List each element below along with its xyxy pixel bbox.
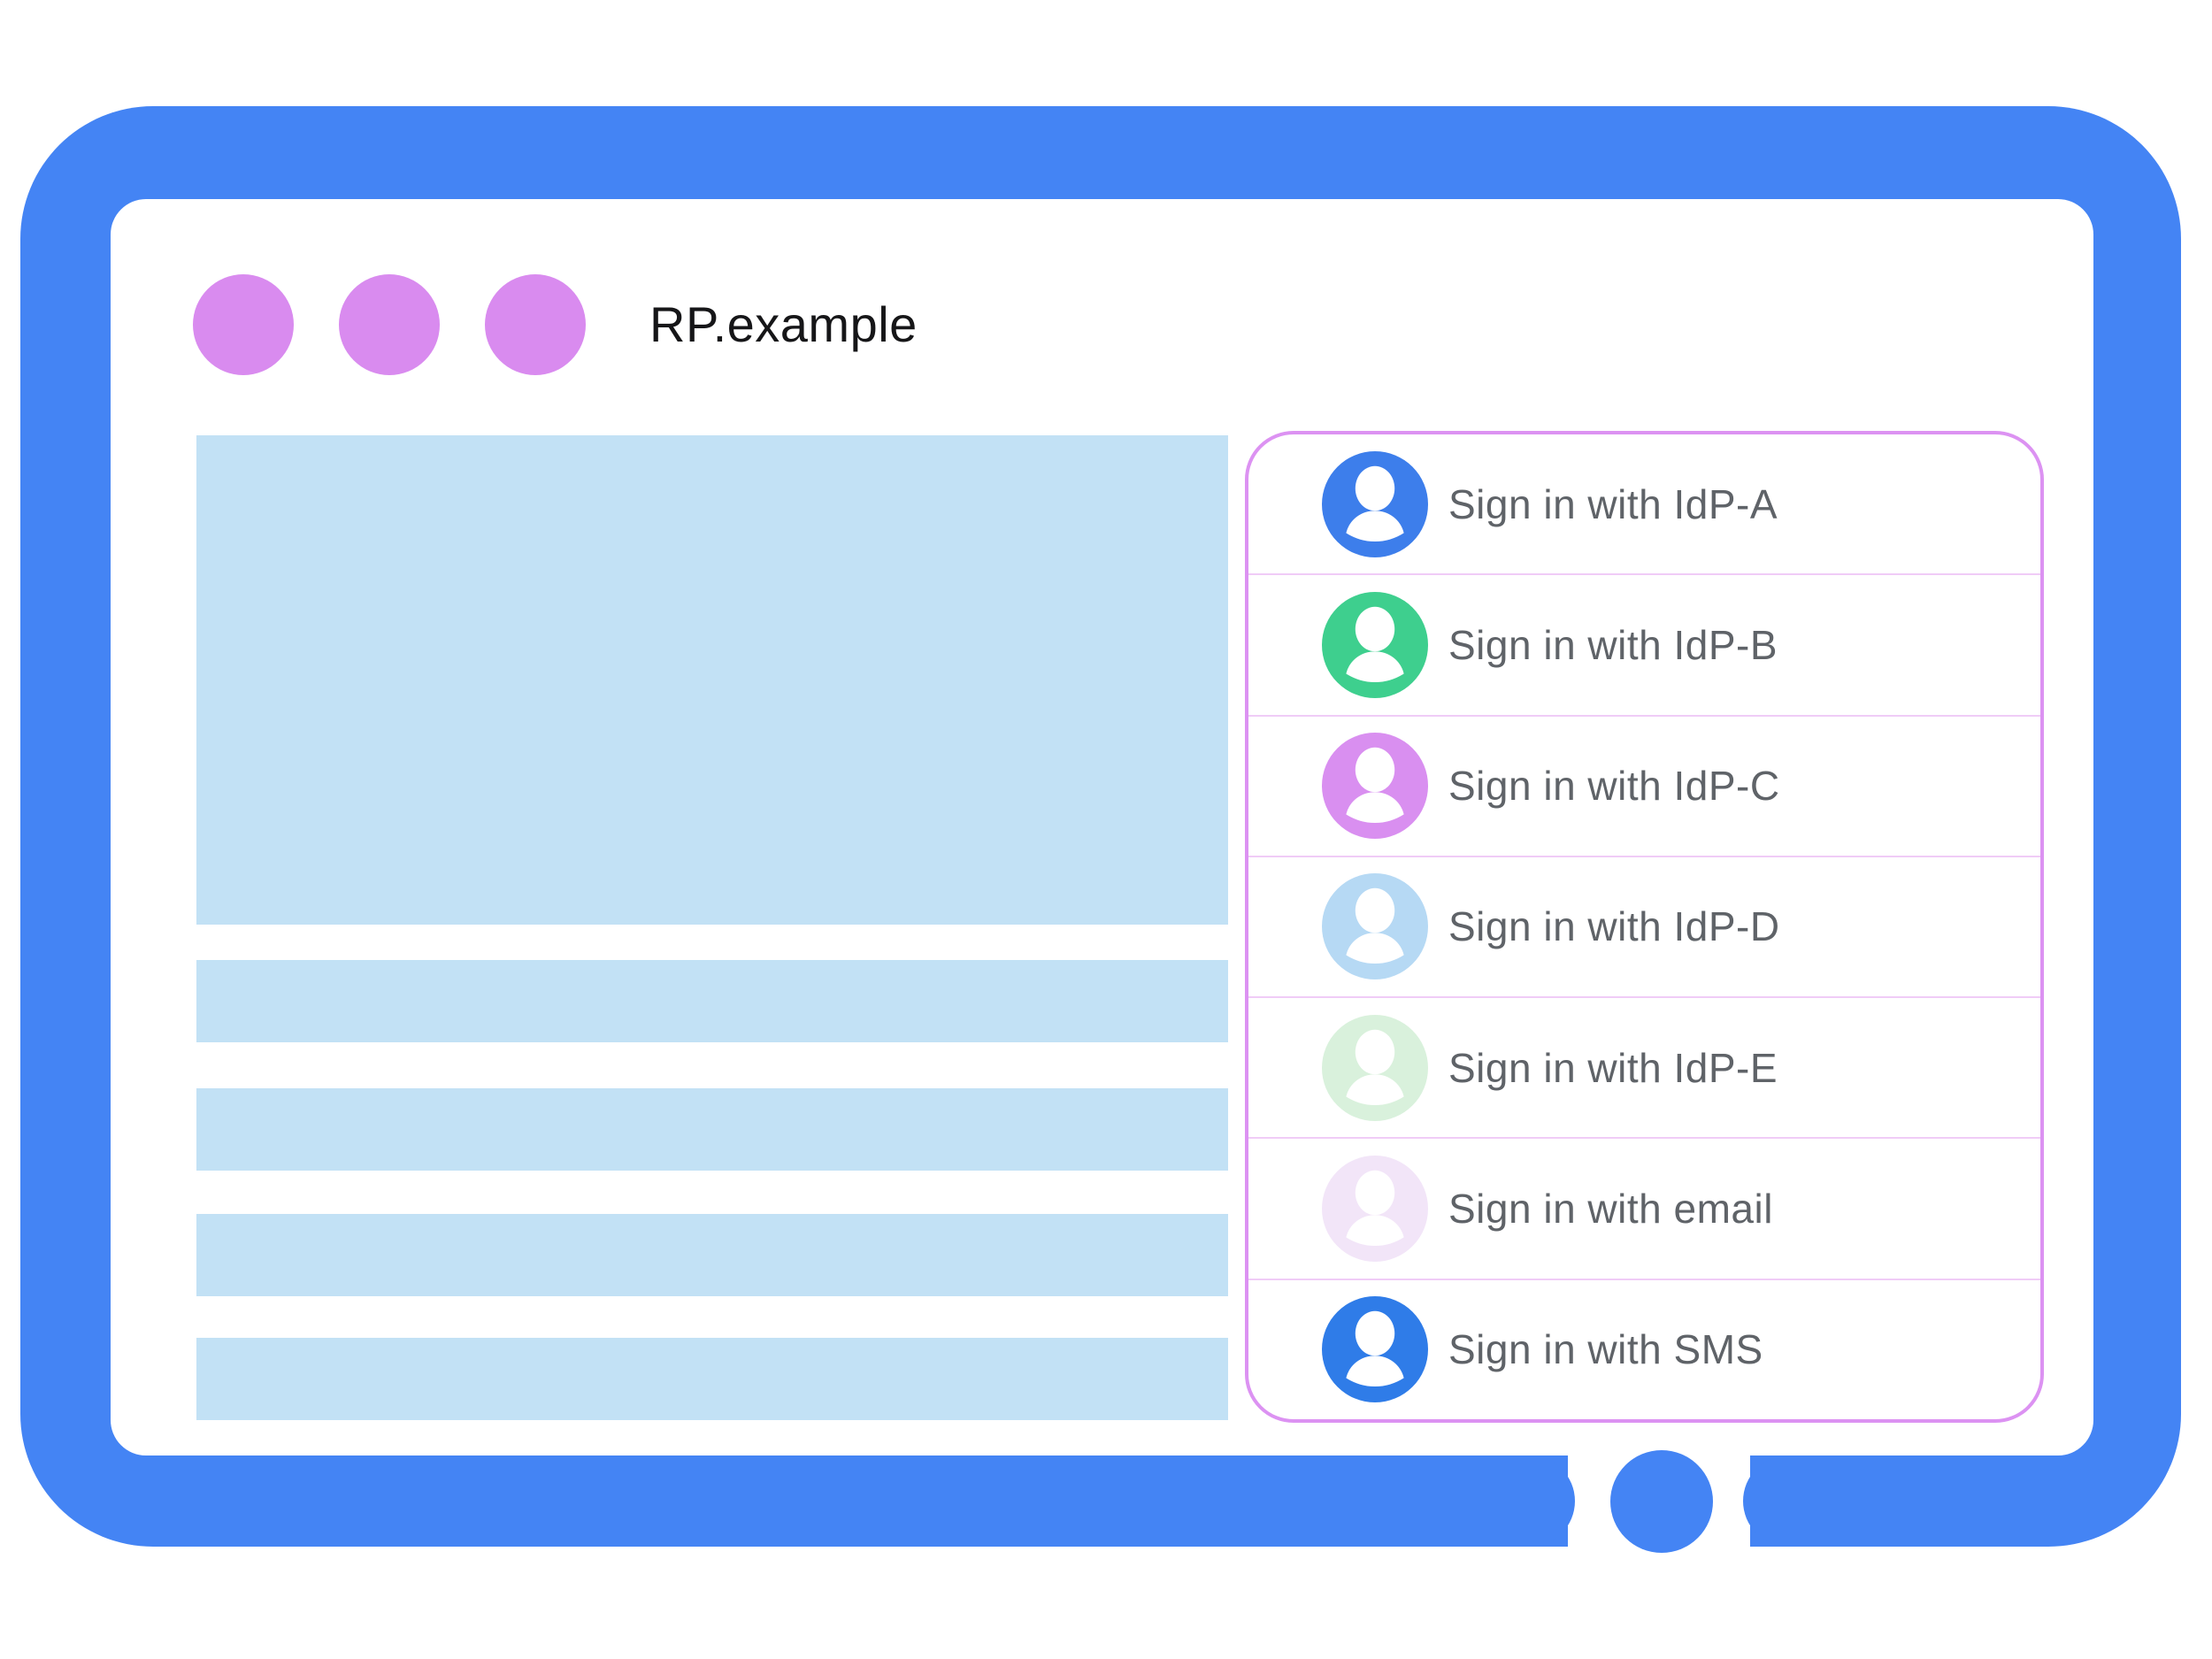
signin-option-label: Sign in with IdP-E <box>1448 1044 1778 1091</box>
signin-option-label: Sign in with email <box>1448 1186 1773 1233</box>
bottom-bar-left-cap <box>1495 1455 1575 1547</box>
user-avatar-icon <box>1322 1156 1428 1263</box>
skeleton-text-line <box>196 1214 1228 1296</box>
signin-option-row[interactable]: Sign in with SMS <box>1248 1278 2040 1419</box>
signin-option-label: Sign in with IdP-A <box>1448 480 1778 527</box>
window-dot-icon[interactable] <box>485 274 586 375</box>
page-title: RP.example <box>649 296 918 352</box>
bottom-bar-right-cap <box>1743 1455 1823 1547</box>
user-avatar-icon <box>1322 873 1428 980</box>
user-avatar-icon <box>1322 591 1428 698</box>
user-avatar-icon <box>1322 1014 1428 1121</box>
home-button-dot <box>1610 1450 1713 1553</box>
signin-option-row[interactable]: Sign in with IdP-D <box>1248 855 2040 996</box>
signin-option-label: Sign in with IdP-D <box>1448 903 1780 950</box>
signin-panel: Sign in with IdP-A Sign in with IdP-B Si… <box>1245 431 2044 1423</box>
skeleton-text-line <box>196 1338 1228 1420</box>
signin-option-row[interactable]: Sign in with IdP-A <box>1248 434 2040 573</box>
signin-option-label: Sign in with IdP-C <box>1448 763 1780 810</box>
window-dot-icon[interactable] <box>339 274 440 375</box>
signin-option-row[interactable]: Sign in with IdP-C <box>1248 714 2040 856</box>
skeleton-text-line <box>196 960 1228 1042</box>
signin-option-row[interactable]: Sign in with IdP-B <box>1248 573 2040 714</box>
signin-option-label: Sign in with SMS <box>1448 1326 1763 1373</box>
signin-option-label: Sign in with IdP-B <box>1448 621 1778 668</box>
signin-option-row[interactable]: Sign in with email <box>1248 1137 2040 1278</box>
browser-content: RP.example Sign in with IdP-A Sign in wi… <box>111 199 2093 1455</box>
user-avatar-icon <box>1322 1296 1428 1403</box>
window-controls <box>193 274 586 375</box>
skeleton-text-line <box>196 1088 1228 1171</box>
user-avatar-icon <box>1322 450 1428 557</box>
skeleton-hero-block <box>196 435 1228 925</box>
window-dot-icon[interactable] <box>193 274 294 375</box>
user-avatar-icon <box>1322 733 1428 840</box>
signin-option-row[interactable]: Sign in with IdP-E <box>1248 996 2040 1137</box>
